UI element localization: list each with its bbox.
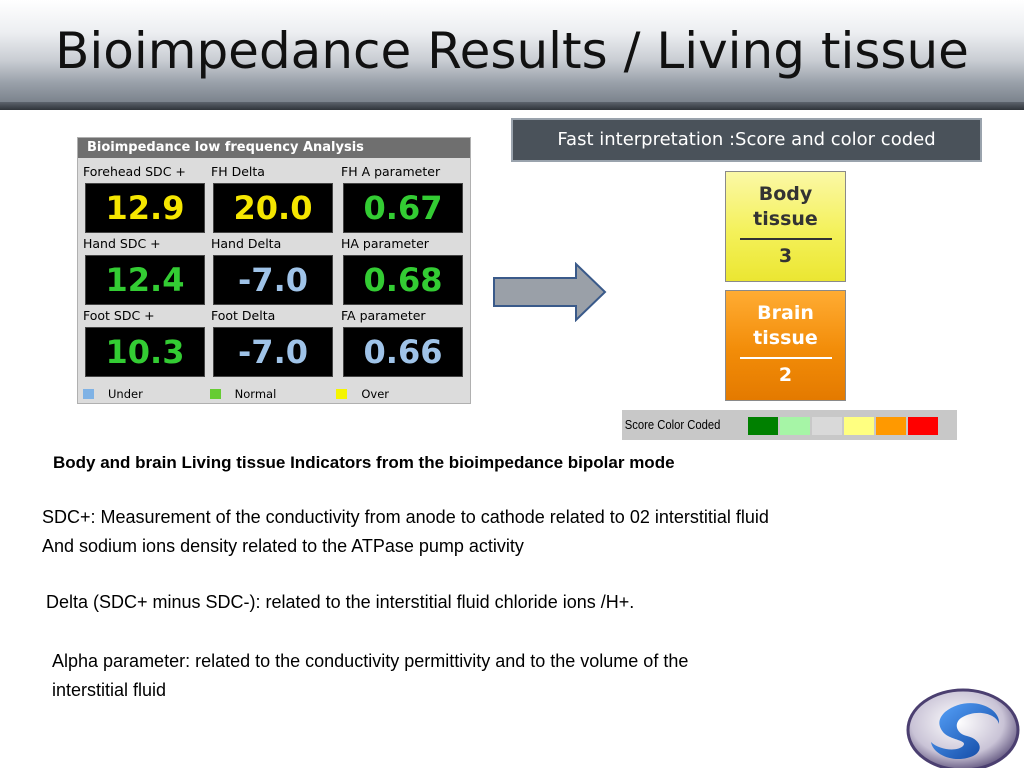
cell-forehead-sdc: Forehead SDC + 12.9 xyxy=(80,164,206,233)
value-display: 0.67 xyxy=(343,183,463,233)
cell-hand-sdc: Hand SDC + 12.4 xyxy=(80,236,206,305)
value-display: 12.9 xyxy=(85,183,205,233)
legend-swatch xyxy=(83,389,94,399)
brain-tissue-tile: Brain tissue 2 xyxy=(725,290,846,401)
tile-score: 3 xyxy=(778,245,793,267)
legend-item-normal: Normal xyxy=(209,387,337,401)
score-swatch xyxy=(876,417,906,435)
legend-label: Under xyxy=(108,387,143,401)
cell-label: FA parameter xyxy=(341,308,426,323)
cell-hand-delta: Hand Delta -7.0 xyxy=(208,236,334,305)
cell-foot-sdc: Foot SDC + 10.3 xyxy=(80,308,206,377)
cell-label: Foot SDC + xyxy=(83,308,155,323)
score-color-legend: Score Color Coded xyxy=(622,410,957,440)
tile-line-1: Brain xyxy=(757,302,814,324)
tile-line-2: tissue xyxy=(753,327,818,349)
score-swatch xyxy=(908,417,938,435)
tile-divider xyxy=(739,238,832,240)
value-display: 12.4 xyxy=(85,255,205,305)
tile-divider xyxy=(739,357,832,359)
value-display: -7.0 xyxy=(213,255,333,305)
score-swatch xyxy=(748,417,778,435)
cell-label: Foot Delta xyxy=(211,308,276,323)
tile-line-2: tissue xyxy=(753,208,818,230)
slide-title: Bioimpedance Results / Living tissue xyxy=(55,22,969,80)
value-display: -7.0 xyxy=(213,327,333,377)
score-swatch xyxy=(812,417,842,435)
analysis-panel: Bioimpedance low frequency Analysis Fore… xyxy=(77,137,471,404)
cell-foot-delta: Foot Delta -7.0 xyxy=(208,308,334,377)
right-arrow-icon xyxy=(493,262,607,322)
cell-fa-parameter: FA parameter 0.66 xyxy=(338,308,464,377)
cell-label: Hand SDC + xyxy=(83,236,161,251)
legend-label: Normal xyxy=(234,387,277,401)
alpha-paragraph: Alpha parameter: related to the conducti… xyxy=(52,647,688,705)
cell-fh-delta: FH Delta 20.0 xyxy=(208,164,334,233)
indicators-subheading: Body and brain Living tissue Indicators … xyxy=(53,453,675,472)
cell-label: FH A parameter xyxy=(341,164,441,179)
cell-label: Hand Delta xyxy=(211,236,282,251)
legend-item-under: Under xyxy=(83,387,210,401)
panel-legend: Under Normal Over xyxy=(83,386,463,402)
value-display: 0.68 xyxy=(343,255,463,305)
title-bar: Bioimpedance Results / Living tissue xyxy=(0,0,1024,110)
value-display: 10.3 xyxy=(85,327,205,377)
legend-swatch xyxy=(209,389,221,399)
score-swatches xyxy=(748,417,940,435)
alpha-line-2: interstitial fluid xyxy=(52,680,167,700)
cell-label: HA parameter xyxy=(341,236,429,251)
callout-box: Fast interpretation :Score and color cod… xyxy=(511,118,982,162)
cell-ha-parameter: HA parameter 0.68 xyxy=(338,236,464,305)
body-tissue-tile: Body tissue 3 xyxy=(725,171,846,282)
value-display: 0.66 xyxy=(343,327,463,377)
cell-fh-a-parameter: FH A parameter 0.67 xyxy=(338,164,464,233)
panel-header: Bioimpedance low frequency Analysis xyxy=(78,138,470,158)
legend-item-over: Over xyxy=(336,387,463,401)
value-display: 20.0 xyxy=(213,183,333,233)
tile-line-1: Body xyxy=(758,183,813,205)
legend-label: Over xyxy=(361,387,390,401)
tile-score: 2 xyxy=(778,364,793,386)
cell-label: Forehead SDC + xyxy=(83,164,186,179)
company-logo-icon xyxy=(906,688,1020,768)
legend-swatch xyxy=(336,389,348,399)
sdc-line-2: And sodium ions density related to the A… xyxy=(42,536,524,556)
sdc-paragraph: SDC+: Measurement of the conductivity fr… xyxy=(42,503,769,561)
score-swatch xyxy=(844,417,874,435)
alpha-line-1: Alpha parameter: related to the conducti… xyxy=(52,651,689,671)
sdc-line-1: SDC+: Measurement of the conductivity fr… xyxy=(42,507,769,527)
cell-label: FH Delta xyxy=(211,164,265,179)
score-legend-label: Score Color Coded xyxy=(624,418,721,432)
delta-paragraph: Delta (SDC+ minus SDC-): related to the … xyxy=(46,592,635,612)
score-swatch xyxy=(780,417,810,435)
